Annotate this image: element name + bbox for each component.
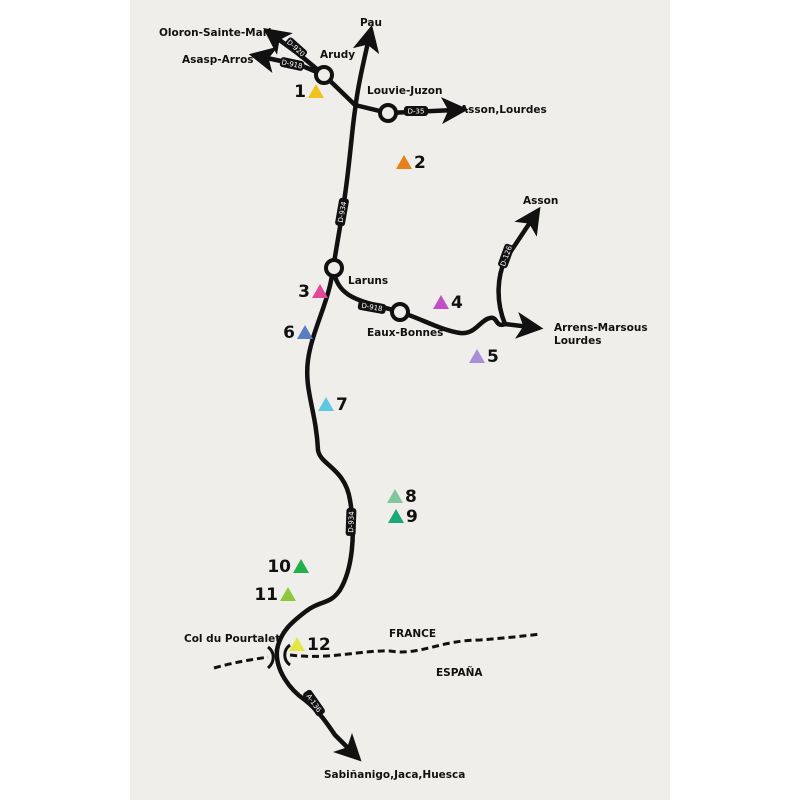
label-pourtalet: Col du Pourtalet [184, 633, 280, 645]
marker-number-7: 7 [336, 395, 348, 415]
roundabout-louvie [378, 103, 398, 123]
road-arrens [502, 311, 544, 339]
marker-number-5: 5 [487, 347, 499, 367]
label-eaux-bonnes: Eaux-Bonnes [367, 327, 443, 339]
marker-number-10: 10 [267, 557, 291, 577]
marker-triangle-9 [388, 509, 404, 523]
marker-triangle-6 [297, 325, 313, 339]
badge-d918-west: D-918 [279, 57, 305, 71]
marker-number-11: 11 [254, 585, 278, 605]
label-pau: Pau [360, 17, 382, 29]
marker-number-12: 12 [307, 635, 331, 655]
label-sabinanigo: Sabiñanigo,Jaca,Huesca [324, 769, 465, 781]
marker-number-4: 4 [451, 293, 463, 313]
marker-triangle-5 [469, 349, 485, 363]
marker-triangle-4 [433, 295, 449, 309]
marker-triangle-1 [308, 84, 324, 98]
marker-triangle-3 [312, 284, 328, 298]
border-east [289, 632, 541, 658]
marker-triangle-12 [289, 637, 305, 651]
marker-triangle-11 [280, 587, 296, 601]
label-asasp: Asasp-Arros [182, 54, 254, 66]
roundabout-eaux-bonnes [390, 302, 410, 322]
marker-number-8: 8 [405, 487, 417, 507]
label-arudy: Arudy [320, 49, 355, 61]
col-pass-symbol [266, 643, 291, 670]
svg-text:D-918: D-918 [361, 302, 383, 314]
marker-triangle-2 [396, 155, 412, 169]
svg-text:D-934: D-934 [347, 511, 356, 533]
svg-text:D-35: D-35 [408, 108, 425, 116]
label-asson: Asson [523, 195, 558, 207]
badge-d918-east: D-918 [357, 300, 387, 314]
label-arrens: Arrens-Marsous [554, 322, 648, 334]
road-d126 [496, 206, 541, 327]
label-louvie: Louvie-Juzon [367, 85, 442, 97]
marker-number-9: 9 [406, 507, 418, 527]
road-d934-south [274, 265, 356, 653]
badge-d35: D-35 [404, 106, 428, 116]
road-a136 [274, 647, 362, 762]
marker-number-6: 6 [283, 323, 295, 343]
marker-number-1: 1 [294, 82, 306, 102]
svg-text:D-126: D-126 [499, 244, 514, 267]
marker-number-3: 3 [298, 282, 310, 302]
label-france: FRANCE [389, 628, 436, 640]
roundabout-arudy [314, 65, 334, 85]
badge-d934-north: D-934 [335, 197, 349, 227]
svg-text:D-934: D-934 [337, 200, 349, 223]
road-d934-north [330, 24, 380, 271]
label-laruns: Laruns [348, 275, 388, 287]
marker-number-2: 2 [414, 153, 426, 173]
label-lourdes: Lourdes [554, 335, 601, 347]
label-asson-lourdes: Asson,Lourdes [460, 104, 547, 116]
road-arudy-louvie [321, 72, 391, 116]
border-west [213, 655, 269, 670]
marker-triangle-10 [293, 559, 309, 573]
label-oloron: Oloron-Sainte-Marie [159, 27, 279, 39]
marker-triangle-8 [387, 489, 403, 503]
badge-d934-south: D-934 [345, 507, 357, 537]
marker-triangle-7 [318, 397, 334, 411]
label-espana: ESPAÑA [436, 666, 483, 679]
roundabout-laruns [324, 258, 344, 278]
badge-d126: D-126 [498, 243, 514, 269]
